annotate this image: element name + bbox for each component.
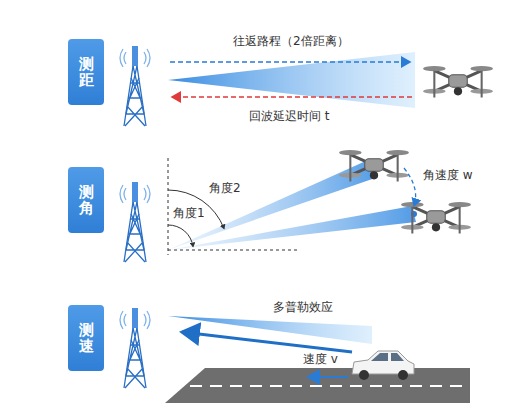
annotation-label: 回波延迟时间 t	[248, 109, 331, 123]
annotation-label: 角度2	[208, 181, 242, 195]
function-box: 测速	[68, 305, 104, 371]
annotation-label: 多普勒效应	[272, 300, 334, 314]
function-box: 测角	[68, 167, 104, 233]
box-title: 测距	[79, 56, 94, 89]
function-box: 测距	[68, 39, 104, 105]
box-title: 测速	[79, 322, 94, 355]
annotation-label: 往返路程（2倍距离）	[232, 34, 350, 48]
box-title: 测角	[79, 184, 94, 217]
annotation-label: 角度1	[172, 206, 206, 220]
annotation-label: 角速度 w	[422, 168, 474, 182]
annotation-label: 速度 v	[302, 352, 339, 366]
